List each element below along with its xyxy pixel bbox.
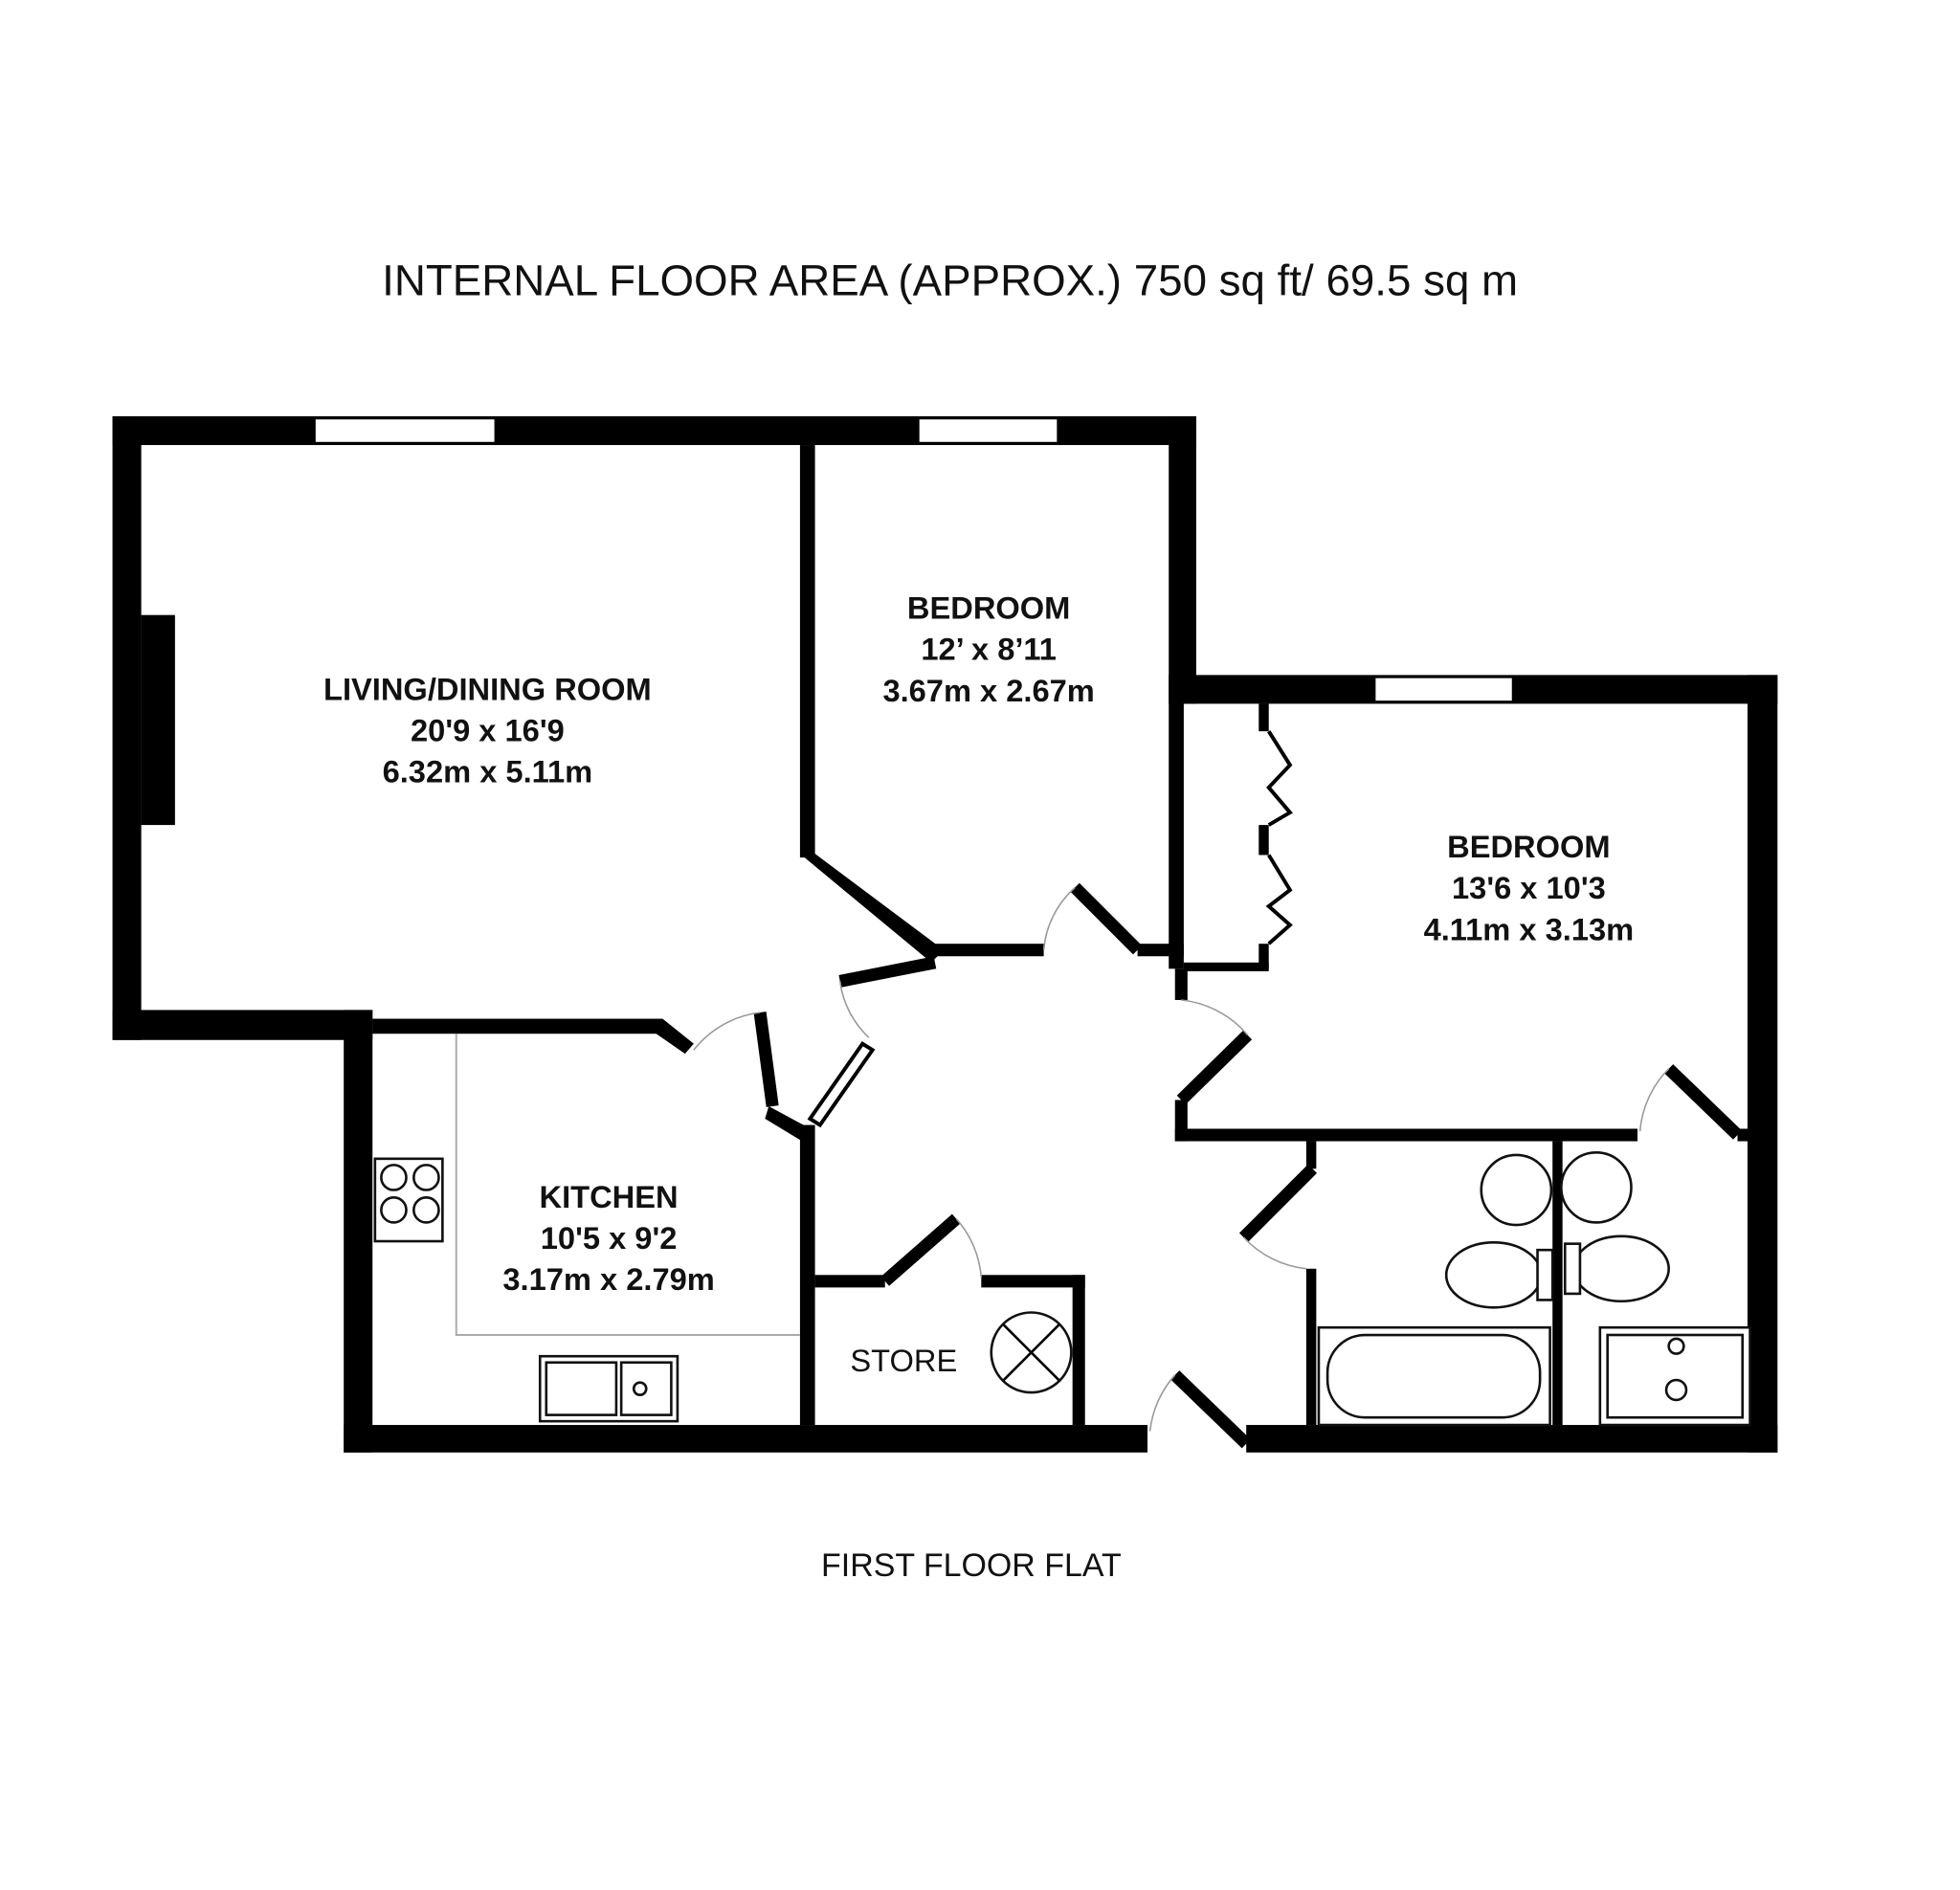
room-name: BEDROOM xyxy=(907,590,1070,626)
room-imperial: 13'6 x 10'3 xyxy=(1452,870,1606,905)
fixtures xyxy=(373,1034,1751,1427)
bath-icon xyxy=(1317,1325,1551,1427)
kitchen-worktop xyxy=(455,1034,800,1336)
doors xyxy=(693,730,1743,1449)
room-imperial: 10'5 x 9'2 xyxy=(541,1220,678,1256)
room-bedroom-2: BEDROOM 13'6 x 10'3 4.11m x 3.13m xyxy=(1424,829,1635,946)
room-name: LIVING/DINING ROOM xyxy=(323,671,652,706)
room-metric: 3.17m x 2.79m xyxy=(502,1261,714,1297)
hob-icon xyxy=(373,1157,444,1243)
room-store-label: STORE xyxy=(850,1343,957,1378)
toilet-icon xyxy=(1444,1241,1543,1309)
room-imperial: 12’ x 8’11 xyxy=(921,632,1057,667)
sink-icon xyxy=(538,1354,679,1423)
room-living: LIVING/DINING ROOM 20'9 x 16'9 6.32m x 5… xyxy=(323,671,652,789)
floor-caption: FIRST FLOOR FLAT xyxy=(821,1547,1122,1584)
walls xyxy=(112,416,1778,1453)
toilet-icon xyxy=(1572,1234,1670,1303)
room-kitchen: KITCHEN 10'5 x 9'2 3.17m x 2.79m xyxy=(502,1179,714,1297)
room-name: BEDROOM xyxy=(1447,829,1610,864)
basin-icon xyxy=(1560,1151,1633,1224)
room-metric: 3.67m x 2.67m xyxy=(882,673,1094,708)
basin-icon xyxy=(1480,1153,1553,1227)
room-metric: 4.11m x 3.13m xyxy=(1424,911,1635,946)
window xyxy=(314,417,496,444)
shower-icon xyxy=(1598,1325,1751,1427)
chimney-breast xyxy=(141,614,175,826)
floor-area-title: INTERNAL FLOOR AREA (APPROX.) 750 sq ft/… xyxy=(382,256,1518,304)
room-name: KITCHEN xyxy=(540,1179,679,1214)
window xyxy=(1374,677,1514,702)
room-imperial: 20'9 x 16'9 xyxy=(411,713,565,748)
boiler-icon xyxy=(990,1311,1073,1394)
window xyxy=(918,417,1058,444)
room-metric: 6.32m x 5.11m xyxy=(383,754,593,789)
room-bedroom-1: BEDROOM 12’ x 8’11 3.67m x 2.67m xyxy=(882,590,1094,708)
